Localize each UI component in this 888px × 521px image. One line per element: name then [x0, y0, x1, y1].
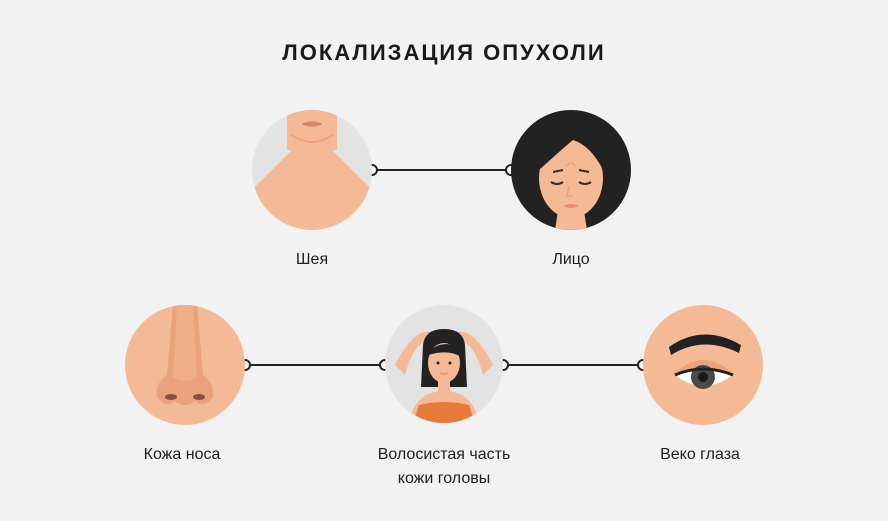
label-scalp: Волосистая часть кожи головы [324, 443, 564, 491]
label-scalp-line1: Волосистая часть [377, 446, 511, 463]
face-icon [511, 110, 631, 230]
diagram-title: ЛОКАЛИЗАЦИЯ ОПУХОЛИ [282, 40, 606, 65]
label-scalp-line2: кожи головы [397, 470, 491, 487]
neck-icon [252, 110, 372, 230]
scalp-icon [385, 305, 503, 423]
eyelid-icon [643, 305, 763, 425]
node-neck [252, 110, 372, 230]
label-face: Лицо [552, 251, 590, 268]
node-eyelid [643, 305, 763, 425]
label-neck: Шея [295, 251, 329, 268]
label-nose: Кожа носа [143, 446, 221, 463]
nose-icon [125, 305, 245, 425]
node-face [511, 110, 631, 230]
node-scalp [385, 305, 503, 423]
node-nose [125, 305, 245, 425]
label-eyelid: Веко глаза [660, 446, 740, 463]
